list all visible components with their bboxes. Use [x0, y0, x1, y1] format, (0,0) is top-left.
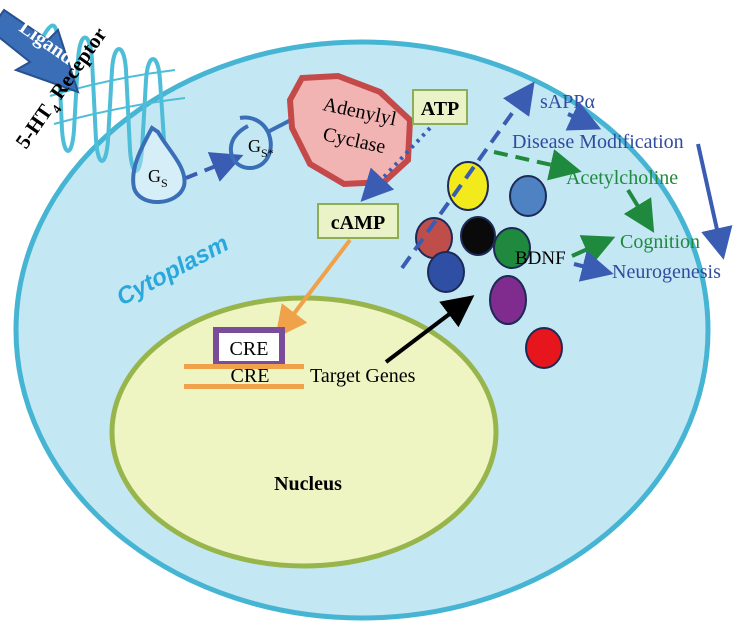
ligand-arrow [0, 8, 80, 94]
cognition-label: Cognition [620, 231, 700, 253]
cre-strand-label: CRE [231, 365, 270, 387]
sappa-label: sAPPα [540, 91, 595, 113]
nucleus-label: Nucleus [274, 473, 342, 495]
acetylcholine-label: Acetylcholine [566, 167, 678, 189]
camp-label: cAMP [331, 212, 385, 234]
gs-label: GS [148, 166, 168, 190]
sappa-to-disease-arrow [565, 101, 602, 131]
membrane-band [49, 69, 186, 125]
genes-to-vesicles-arrow [384, 295, 475, 364]
dna-strand-bottom [184, 384, 304, 389]
adenylyl-cyclase: Adenylyl Cyclase [286, 72, 414, 188]
disease-to-neurogenesis-arrow [696, 143, 733, 260]
neurogenesis-label: Neurogenesis [612, 261, 721, 283]
camp-to-cre-arrow [275, 238, 352, 339]
acetylcholine-to-cognition-arrow [623, 188, 655, 233]
dna-strand-top [184, 364, 304, 369]
disease-modification-label: Disease Modification [512, 131, 684, 153]
atp-label: ATP [421, 98, 460, 120]
to-acetylcholine-arrow [493, 149, 582, 181]
yellow-vesicle [447, 161, 489, 211]
cre-box-label: CRE [230, 338, 269, 360]
gs-activation-arrow [185, 152, 244, 182]
gs-active-label: GS* [248, 136, 274, 160]
red-vesicle [525, 327, 563, 369]
camp-box [317, 203, 399, 239]
bdnf-to-neurogenesis-arrow [573, 250, 614, 282]
black-vesicle [460, 216, 496, 256]
bdnf-label: BDNF [515, 248, 566, 269]
target-genes-label: Target Genes [310, 365, 416, 387]
nucleus [109, 295, 499, 569]
navy-vesicle [427, 251, 465, 293]
gs-protein: GS [131, 125, 187, 204]
vesicle-cluster [415, 161, 563, 369]
atp-box [412, 89, 468, 125]
green-vesicle [493, 227, 531, 269]
bdnf-to-cognition-arrow [571, 235, 616, 265]
sappa-arrow [400, 81, 535, 270]
blue-vesicle [509, 175, 547, 217]
purple-vesicle [489, 275, 527, 325]
